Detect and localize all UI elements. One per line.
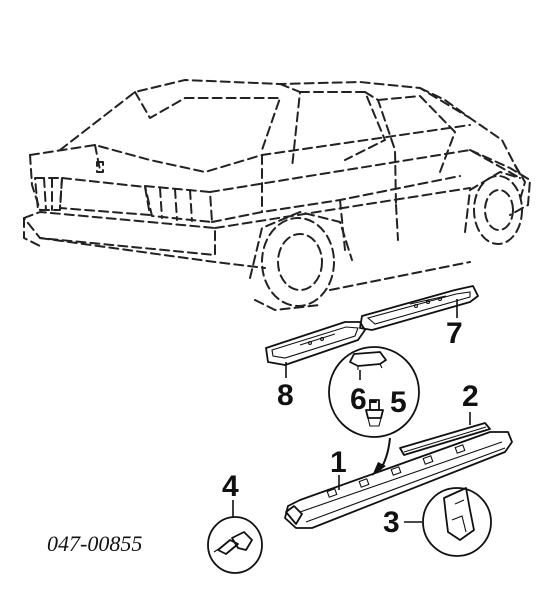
- detail-circle-bracket: [422, 487, 492, 557]
- car-outline: [23, 79, 531, 311]
- detail-circle-clip: [207, 516, 263, 574]
- scuff-plate-front-part-7: [359, 285, 479, 331]
- detail-circle-clips: [328, 346, 420, 438]
- callout-4: 4: [222, 470, 239, 503]
- callout-2: 2: [462, 380, 479, 413]
- callout-3: 3: [383, 506, 400, 539]
- trim-strip-part-2: [399, 422, 491, 456]
- callout-6: 6: [350, 383, 367, 416]
- callout-5: 5: [390, 386, 407, 419]
- scuff-plate-rear-part-8: [265, 321, 366, 366]
- callout-separator: -: [368, 383, 378, 416]
- callout-8: 8: [277, 379, 294, 412]
- diagram-code: 047-00855: [47, 531, 142, 556]
- sill-panel-part-1: [284, 431, 513, 529]
- callout-1: 1: [330, 446, 347, 479]
- callout-7: 7: [446, 317, 463, 350]
